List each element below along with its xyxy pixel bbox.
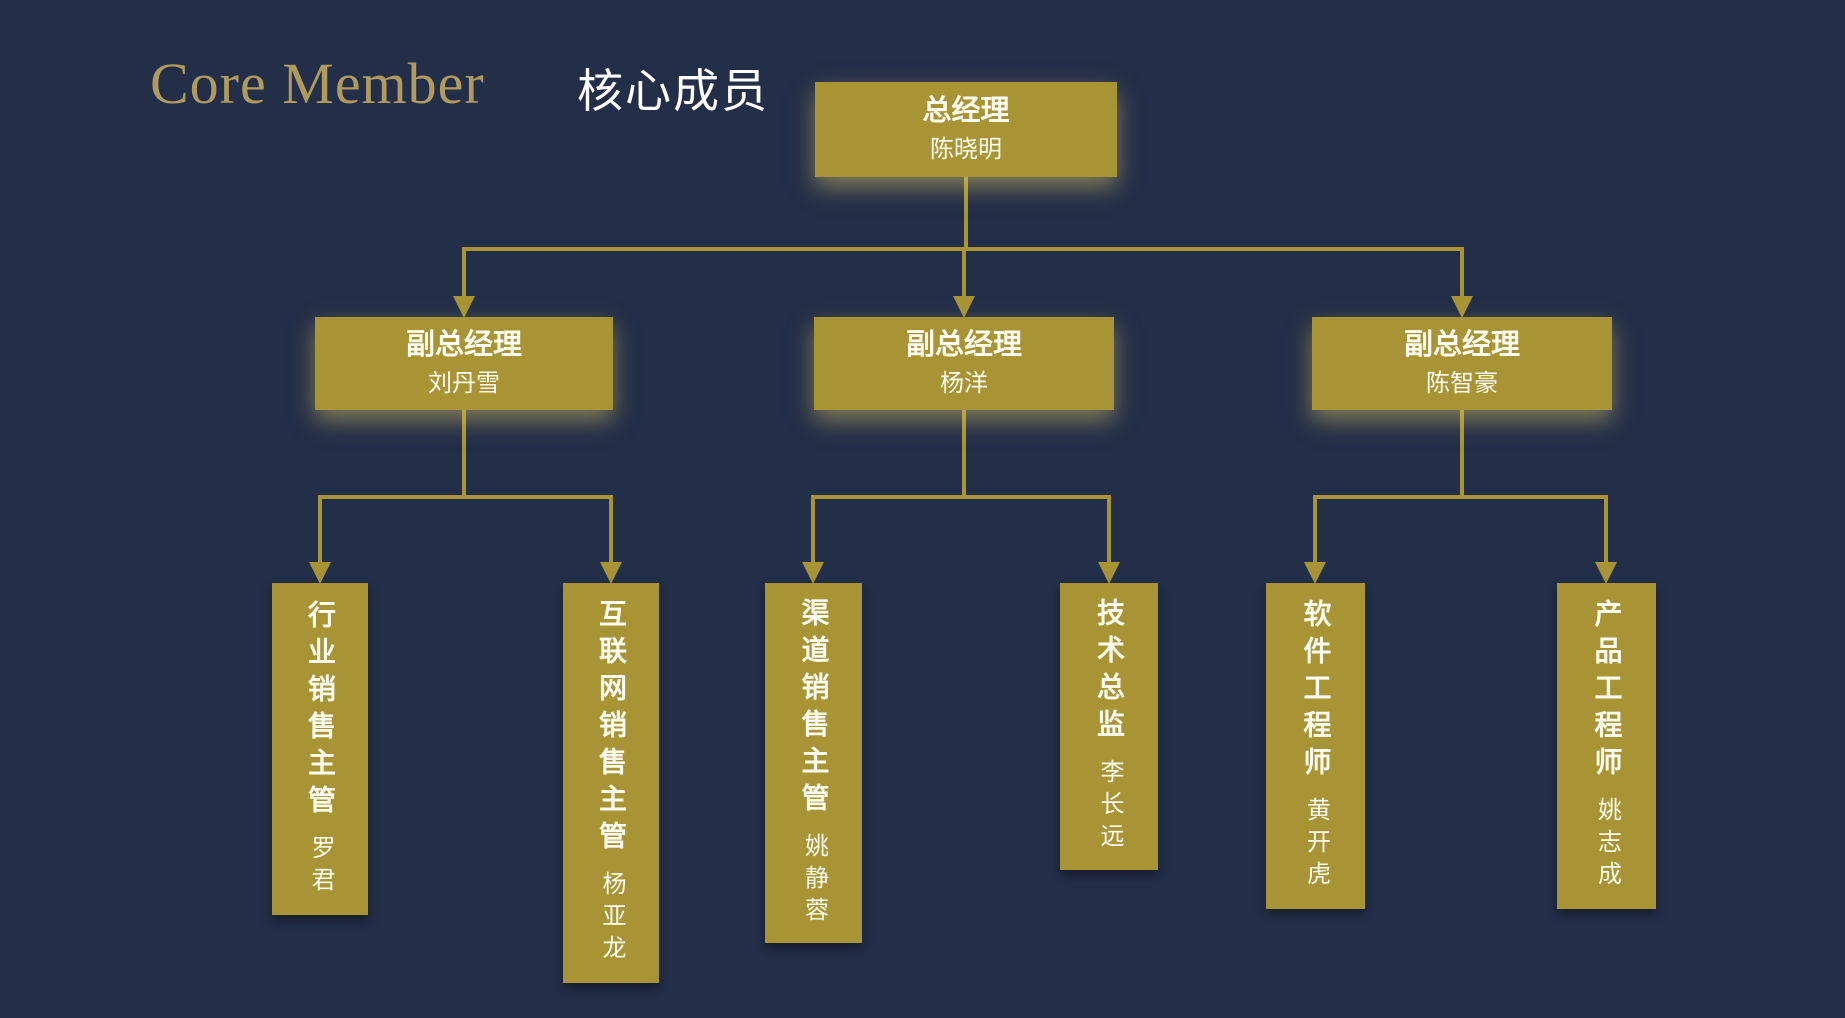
connector-drop-staff6 xyxy=(1604,495,1608,567)
connector-drop-vp2 xyxy=(962,247,966,302)
node-name: 姚志成 xyxy=(1593,797,1621,893)
node-title: 互联网销售主管 xyxy=(596,599,627,858)
arrow-down-icon xyxy=(953,296,975,318)
arrow-down-icon xyxy=(309,562,331,584)
connector-drop-vp3 xyxy=(1460,247,1464,302)
connector-drop-staff5 xyxy=(1313,495,1317,567)
org-node-industry-sales-lead: 行业销售主管 罗君 xyxy=(272,583,368,915)
connector-groupC-horizontal xyxy=(1313,495,1608,499)
node-name: 杨洋 xyxy=(940,370,988,397)
arrow-down-icon xyxy=(1595,562,1617,584)
node-name: 杨亚龙 xyxy=(598,871,625,967)
arrow-down-icon xyxy=(1451,296,1473,318)
connector-drop-staff2 xyxy=(609,495,613,567)
org-node-deputy-gm-2: 副总经理 杨洋 xyxy=(814,317,1114,410)
arrow-down-icon xyxy=(600,562,622,584)
org-node-deputy-gm-1: 副总经理 刘丹雪 xyxy=(315,317,613,410)
connector-vp1-stub xyxy=(462,410,466,499)
org-node-technical-director: 技术总监 李长远 xyxy=(1060,583,1158,870)
node-name: 陈智豪 xyxy=(1426,370,1498,397)
arrow-down-icon xyxy=(1098,562,1120,584)
node-name: 罗君 xyxy=(307,834,334,899)
connector-vp2-stub xyxy=(962,410,966,499)
node-title: 副总经理 xyxy=(905,329,1022,362)
arrow-down-icon xyxy=(453,296,475,318)
node-title: 渠道销售主管 xyxy=(798,597,830,820)
org-node-channel-sales-lead: 渠道销售主管 姚静蓉 xyxy=(765,583,862,943)
node-name: 黄开虎 xyxy=(1302,797,1330,893)
org-node-general-manager: 总经理 陈晓明 xyxy=(815,82,1117,177)
node-name: 陈晓明 xyxy=(930,136,1002,163)
connector-drop-vp1 xyxy=(462,247,466,302)
node-title: 软件工程师 xyxy=(1300,599,1332,784)
connector-drop-staff3 xyxy=(811,495,815,567)
node-title: 总经理 xyxy=(922,95,1010,128)
org-node-internet-sales-lead: 互联网销售主管 杨亚龙 xyxy=(563,583,659,983)
node-title: 行业销售主管 xyxy=(305,599,336,822)
connector-vp3-stub xyxy=(1460,410,1464,499)
connector-groupA-horizontal xyxy=(318,495,613,499)
node-name: 李长远 xyxy=(1096,759,1123,855)
connector-drop-staff4 xyxy=(1107,495,1111,567)
node-name: 姚静蓉 xyxy=(800,832,828,929)
node-title: 副总经理 xyxy=(1403,329,1520,362)
org-node-product-engineer: 产品工程师 姚志成 xyxy=(1557,583,1656,909)
arrow-down-icon xyxy=(802,562,824,584)
arrow-down-icon xyxy=(1304,562,1326,584)
node-title: 副总经理 xyxy=(405,329,522,362)
page-title-chinese: 核心成员 xyxy=(577,65,769,117)
org-node-deputy-gm-3: 副总经理 陈智豪 xyxy=(1312,317,1612,410)
connector-root-stub xyxy=(964,177,968,249)
node-title: 技术总监 xyxy=(1094,598,1125,746)
connector-drop-staff1 xyxy=(318,495,322,567)
org-node-software-engineer: 软件工程师 黄开虎 xyxy=(1266,583,1365,909)
connector-groupB-horizontal xyxy=(811,495,1111,499)
node-title: 产品工程师 xyxy=(1591,599,1623,784)
page-title-english: Core Member xyxy=(150,51,485,116)
node-name: 刘丹雪 xyxy=(428,370,500,397)
